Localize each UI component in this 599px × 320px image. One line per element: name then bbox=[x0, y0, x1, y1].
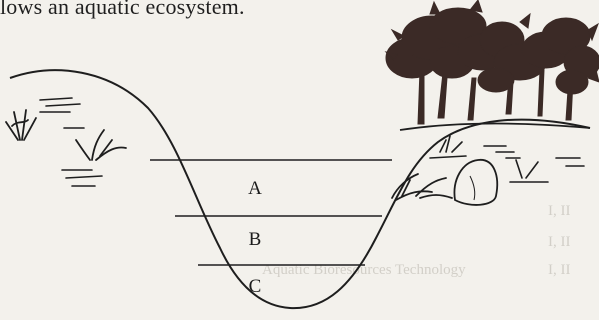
layer-label-c: C bbox=[248, 276, 262, 297]
left-bank-marks bbox=[39, 97, 103, 187]
riverbank-ground-line bbox=[399, 122, 591, 131]
grass-tuft-icon bbox=[75, 129, 127, 161]
grass-tuft-icon bbox=[429, 135, 549, 183]
rock-icon bbox=[453, 159, 499, 206]
bleed-through-row-3-code: I, II bbox=[548, 262, 571, 278]
figure-caption: lows an aquatic ecosystem. bbox=[0, 0, 245, 19]
tree-icon bbox=[384, 0, 599, 125]
layer-label-a: A bbox=[248, 178, 262, 199]
water-ripple-icon bbox=[483, 145, 585, 167]
rock-shading bbox=[469, 175, 476, 201]
grass-tuft-icon bbox=[391, 173, 453, 201]
pond-basin-outline bbox=[9, 69, 591, 310]
bleed-through-row-1-code: I, II bbox=[548, 203, 571, 219]
bleed-through-row-3-text: Aquatic Bioresources Technology bbox=[262, 262, 466, 278]
grass-tuft-icon bbox=[5, 109, 37, 141]
layer-label-b: B bbox=[248, 229, 262, 250]
bleed-through-row-2-code: I, II bbox=[548, 234, 571, 250]
